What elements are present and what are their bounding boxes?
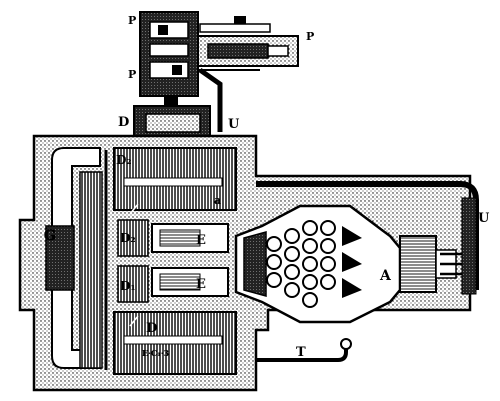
valve-chest-d: [133, 105, 211, 141]
label-e-lower: E: [196, 277, 206, 292]
label-e-upper: E: [196, 233, 206, 248]
label-p-lower: P: [128, 68, 136, 81]
diagram-labels: P P P D U U D₂ a D₂ E D₁ E D E·C₁·3 G A …: [44, 14, 490, 360]
label-d-bottom: D: [146, 321, 157, 336]
label-d-top: D: [118, 115, 129, 130]
valve-mechanism: [139, 11, 299, 132]
label-d2-lower: D₂: [120, 231, 136, 245]
label-u-top: U: [228, 117, 240, 132]
label-p-right: P: [306, 30, 314, 43]
label-a-capital: A: [379, 268, 392, 284]
engine-body: [18, 134, 479, 392]
label-t: T: [296, 345, 306, 360]
label-p-top: P: [128, 14, 136, 27]
flow-arrows: [55, 178, 139, 338]
label-d2-upper: D₂: [116, 153, 132, 167]
label-a: a: [214, 194, 221, 207]
label-note: E·C₁·3: [142, 348, 170, 358]
boiler-tubes: [266, 220, 362, 308]
label-d1: D₁: [120, 279, 136, 293]
label-g: G: [44, 228, 56, 244]
label-u-right: U: [478, 211, 490, 226]
